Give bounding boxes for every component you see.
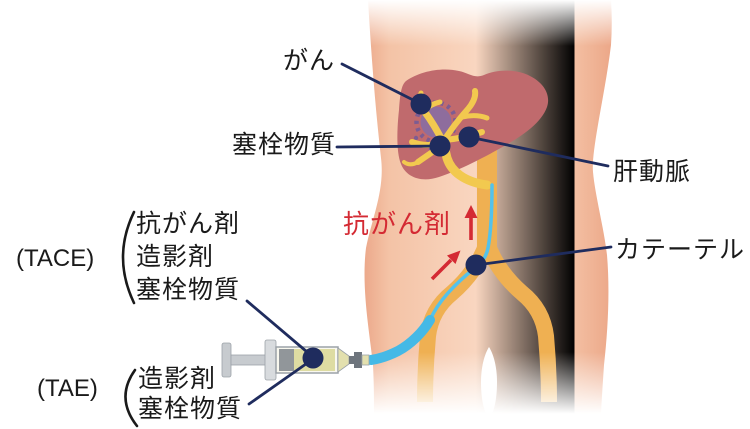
tace-item: 塞栓物質	[136, 276, 241, 304]
leader-lines	[245, 62, 613, 406]
top-fade	[355, 0, 625, 46]
tae-item: 造影剤	[138, 365, 217, 393]
syringe	[221, 339, 370, 381]
label-anticancer-agent: 抗がん剤	[343, 209, 452, 239]
tae-item-list: 造影剤 塞栓物質	[138, 364, 242, 424]
label-tae: (TAE)	[37, 375, 98, 402]
bottom-fade	[355, 352, 625, 429]
marker-dots	[302, 93, 487, 369]
label-embolic-material: 塞栓物質	[232, 131, 337, 159]
tace-paren	[121, 210, 136, 305]
hepatic-artery-dot	[458, 126, 480, 148]
tace-item: 造影剤	[136, 243, 215, 271]
label-hepatic-artery: 肝動脈	[613, 158, 692, 186]
label-catheter: カテーテル	[615, 236, 746, 264]
embolic-dot	[429, 135, 451, 157]
syringe-dot	[302, 347, 324, 369]
catheter-dot	[465, 254, 487, 276]
tae-item: 塞栓物質	[138, 395, 243, 423]
tace-item-list: 抗がん剤 造影剤 塞栓物質	[136, 208, 240, 307]
label-cancer: がん	[283, 47, 336, 75]
tae-paren	[124, 368, 139, 428]
flow-arrows	[430, 205, 478, 281]
cancer-dot	[410, 93, 432, 115]
tace-item: 抗がん剤	[136, 210, 241, 238]
label-tace: (TACE)	[16, 245, 95, 272]
